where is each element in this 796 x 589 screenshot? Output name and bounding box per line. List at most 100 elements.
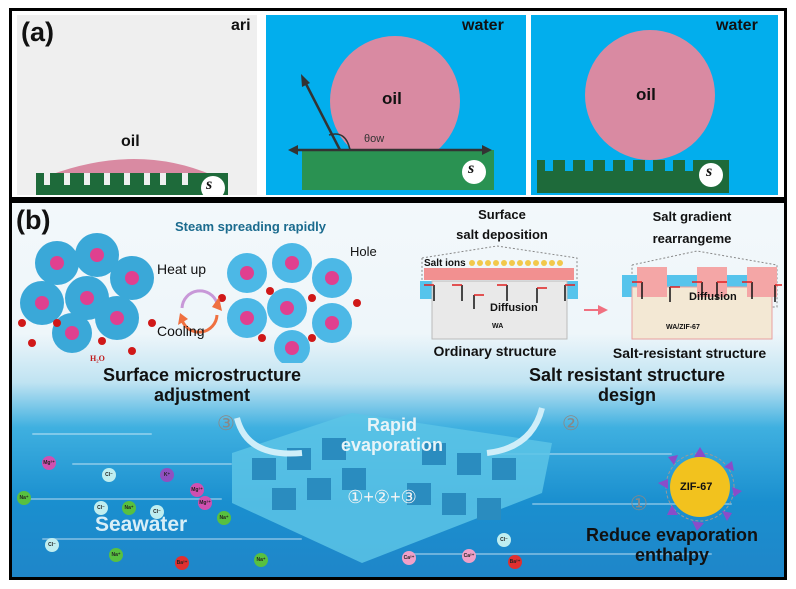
heat-up-label: Heat up [157,261,207,277]
substrate-grooves [545,160,693,171]
panel-a-air: (a) ari oil s [17,15,257,195]
ion-marker: Ba²⁺ [175,556,189,570]
ion-marker: Cl⁻ [45,538,59,552]
droplet-label: oil [636,85,656,104]
salt-crust [424,268,574,280]
microstructure-illustration [18,233,361,363]
panel-a-label: (a) [21,17,54,47]
step-1-marker: ① [630,493,648,515]
wave [32,433,152,435]
zif-core [670,457,730,517]
h2o-label: H₂O [90,354,105,363]
ion-marker: Mg²⁺ [42,456,56,470]
ion-marker: Mg²⁺ [190,483,204,497]
flow-arrow-3 [234,417,303,457]
ion-marker: K⁺ [160,468,174,482]
star-cores [35,248,139,340]
resistant-title-line2: rearrangeme [652,231,732,246]
zif-67-label: ZIF-67 [680,481,713,493]
resistant-diffusion-label: Diffusion [689,291,737,303]
substrate-s-badge [699,163,723,187]
zif-67-particle [658,447,742,531]
flow-arrow-2 [486,407,545,456]
oil-droplet [330,36,460,166]
substrate-label: s [706,163,713,180]
salt-design-title-line1: Salt resistant structure [528,365,726,385]
step-2-marker: ② [562,413,580,435]
substrate-grooves [44,173,188,185]
ion-marker: Cl⁻ [94,501,108,515]
diffusion-arrows-down [433,285,566,309]
ion-marker: Cl⁻ [150,505,164,519]
wa-label: WA [492,323,504,330]
rapid-evaporation-line1: Rapid [366,415,417,435]
diffusion-arrows-side [632,281,782,288]
resistant-structure-diagram [622,250,782,340]
ion-marker: Na⁺ [254,553,268,567]
zoom-outline [421,245,578,284]
cooling-label: Cooling [157,323,205,339]
wa-substrate [431,280,568,340]
rapid-evaporation-line2: evaporation [340,435,444,455]
ordinary-structure-diagram [420,245,578,340]
ion-marker: Ca²⁺ [402,551,416,565]
heat-cycle-arrow [180,289,219,309]
droplet-label: oil [121,133,140,150]
enthalpy-title-line1: Reduce evaporation [585,525,759,545]
ordinary-caption: Ordinary structure [433,343,557,359]
ion-marker: Na⁺ [122,501,136,515]
ion-marker: Na⁺ [109,548,123,562]
oil-droplet [585,30,715,160]
substrate-label: s [468,160,475,177]
salt-ions-label: Salt ions [424,258,466,269]
hole-label: Hole [350,244,377,259]
wa-zif-label: WA/ZIF-67 [666,324,700,331]
steam-title: Steam spreading rapidly [175,219,326,234]
evaporator-device [232,407,552,563]
lotus-state-diagram [537,30,729,193]
ion-marker: Cl⁻ [497,533,511,547]
oil-film [50,159,212,175]
microstructure-title-line2: adjustment [153,385,250,405]
cool-cycle-arrow [180,314,219,334]
wave [412,553,712,555]
panel-a-water-flat: water oil θow s [266,15,526,195]
contact-angle-diagram [288,36,494,190]
ion-marker: Mg²⁺ [198,496,212,510]
panel-b-evaporation-scene: (b) Steam spreading rapidly Hole Heat [12,203,784,577]
resistant-caption: Salt-resistant structure [612,345,767,361]
wave [22,498,222,500]
ion-marker: Ba²⁺ [508,555,522,569]
ordinary-diffusion-label: Diffusion [490,302,538,314]
contact-angle-label: θow [364,133,385,145]
resistant-title-line1: Salt gradient [652,209,732,224]
substrate-label: s [206,176,213,193]
ion-marker: Ca²⁺ [462,549,476,563]
tangent-arrow [302,79,342,151]
ordinary-title-line2: salt deposition [456,227,548,242]
evaporator-base [232,413,552,563]
wave [532,503,732,505]
substrate-s-badge [462,160,486,184]
oil-film-diagram [36,159,228,195]
microstructure-title-line1: Surface microstructure [102,365,302,385]
zif-tetrahedra [658,447,742,531]
step-3-marker: ③ [217,413,235,435]
medium-label: water [462,17,504,34]
diffusion-arrows-down [641,282,776,302]
ordinary-title-line1: Surface [478,207,526,222]
water-molecules [18,287,361,355]
seawater-label: Seawater [95,513,188,536]
salt-design-title-line2: design [597,385,656,405]
flat-substrate [302,150,494,190]
wave [72,463,232,465]
angle-arc [328,133,351,151]
enthalpy-title-line2: enthalpy [634,545,709,565]
transition-arrow [584,305,608,315]
medium-label: ari [231,17,251,34]
evaporator-pillars [252,438,516,520]
panel-b-label: (b) [16,205,51,235]
panel-b-frame [9,200,787,580]
wave [492,453,672,455]
salt-ions [469,260,563,266]
